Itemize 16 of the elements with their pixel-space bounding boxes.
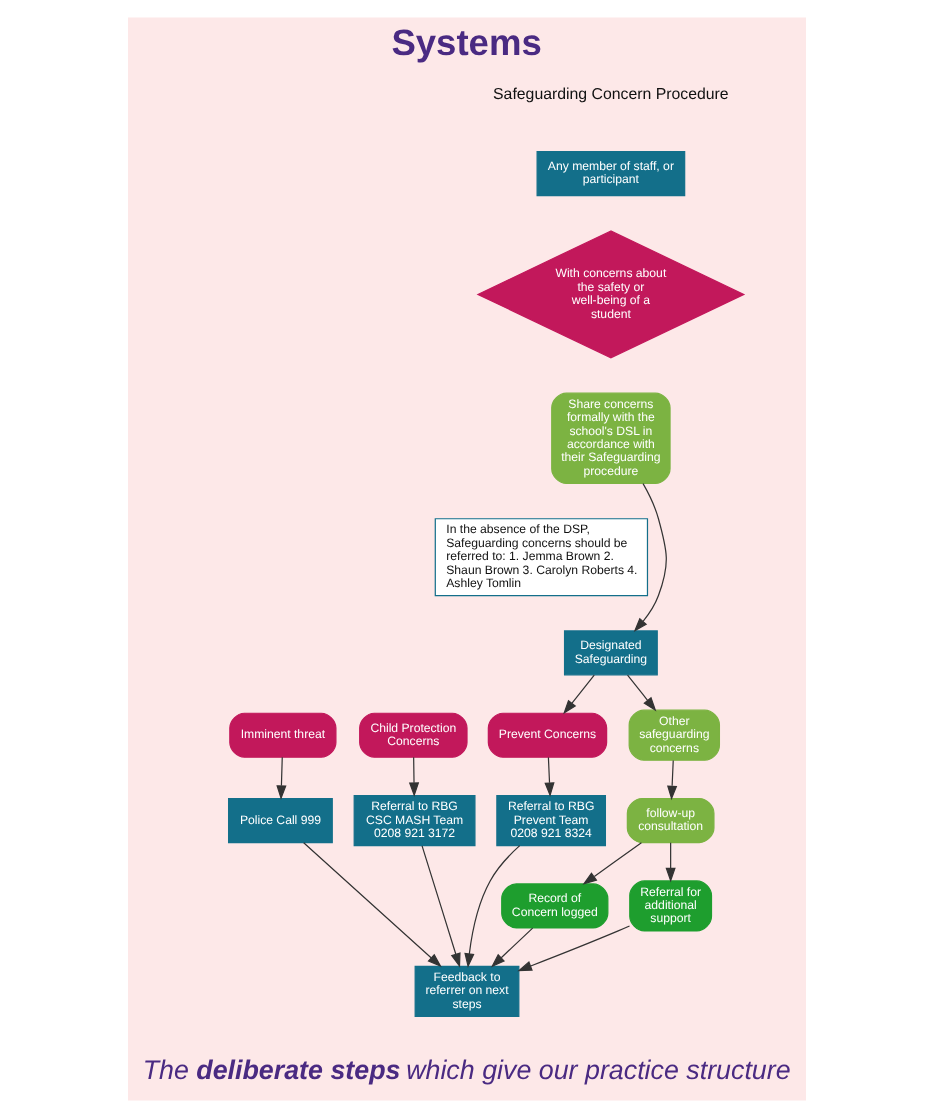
arrow [302,842,441,968]
diagram-title: Systems [390,21,541,64]
arrow [562,674,594,715]
arrow [581,842,641,885]
arrow [666,759,677,801]
arrow [543,756,554,798]
arrow [407,756,419,798]
arrow [489,927,533,968]
arrow [275,756,286,800]
arrow [664,842,675,883]
arrow [632,483,666,632]
arrow [463,845,520,968]
arrow [625,674,656,712]
arrow [420,845,460,968]
caption: The deliberate steps which give our practice structure [141,1055,790,1086]
arrow [516,925,630,972]
